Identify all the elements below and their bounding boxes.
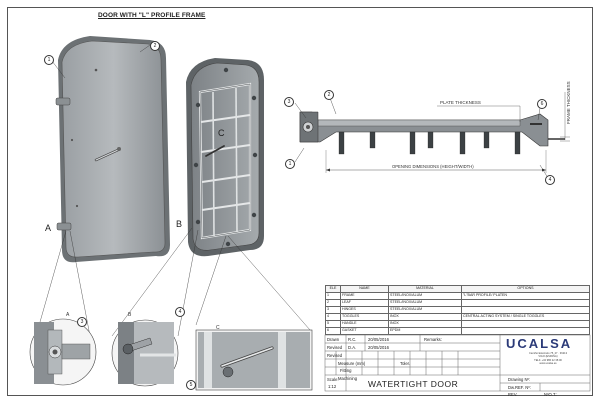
section-view: [299, 92, 570, 173]
callout-4-detail: 4: [175, 307, 185, 317]
bom-options: [461, 306, 590, 314]
frame-thickness-label: FRAME THICKNESS: [566, 81, 571, 124]
detail-b: [111, 319, 179, 387]
revised-by: D.A.: [348, 345, 357, 350]
bom-ele: 4: [325, 313, 341, 321]
callout-1-door: 1: [44, 55, 54, 65]
callout-5-detail: 5: [186, 380, 196, 390]
revised2-label: Revised: [327, 353, 343, 358]
bom-options: [461, 327, 590, 335]
callout-3-detail: 3: [77, 317, 87, 327]
bom-material: INOX: [388, 320, 462, 328]
company-address: Camiño Estornelo 75, 27 · 36213 VIGO (ES…: [508, 352, 588, 365]
bom-ele: 3: [325, 306, 341, 314]
bom-name: LEAF: [340, 299, 389, 307]
bom-material: STEEL/INOX/ALUM: [388, 299, 462, 307]
section-letter-b: B: [176, 219, 183, 229]
bom-name: HANDLE: [340, 320, 389, 328]
scale-label: Scale:: [327, 377, 339, 382]
opening-dimension-label: OPENING DIMENSIONS (HEIGHT/WIDTH): [392, 164, 474, 169]
callout-3-section: 3: [284, 97, 294, 107]
bom-options: CENTRAL ACTING SYSTEM / SINGLE TOGGLES: [461, 313, 590, 321]
drawn-by: R.C.: [348, 337, 357, 342]
address-line: VIGO (ESPAÑA): [538, 355, 558, 359]
bom-ele: 1: [325, 292, 341, 300]
bom-header-ele: ELE: [325, 285, 341, 293]
bom-ele: 5: [325, 320, 341, 328]
section-letter-a: A: [45, 223, 52, 233]
drawing-title: DOOR WITH "L" PROFILE FRAME: [98, 12, 206, 19]
remarks-label: Remarks:: [424, 337, 442, 342]
scale-value: 1:12: [328, 384, 337, 389]
drawn-date: 20/05/2016: [368, 337, 389, 342]
revised-date: 20/05/2016: [368, 345, 389, 350]
document-title: WATERTIGHT DOOR: [368, 379, 459, 389]
drawing-number-label: Drawing Nº:: [508, 377, 531, 382]
detail-label-b: B: [128, 312, 132, 318]
bom-header-row: ELE NAME MATERIAL OPTIONS: [325, 285, 590, 293]
bom-header-options: OPTIONS: [461, 285, 590, 293]
bom-name: GASKET: [340, 327, 389, 335]
bom-name: TOGGLES: [340, 313, 389, 321]
bom-material: STEEL/INOX/ALUM: [388, 306, 462, 314]
bom-header-material: MATERIAL: [388, 285, 462, 293]
fitting-label: Fitting: [340, 368, 352, 373]
dw-ref-label: Dw.REF. Nº:: [508, 385, 531, 390]
bom-material: INOX: [388, 313, 462, 321]
callout-6-section: 6: [537, 99, 547, 109]
callout-2-door: 2: [150, 41, 160, 51]
drawing-border: [7, 7, 593, 396]
bom-options: [461, 320, 590, 328]
callout-1-section: 1: [285, 159, 295, 169]
bom-options: [461, 299, 590, 307]
address-line: www.ucalsa.es: [539, 361, 557, 365]
door-rear-view: [186, 58, 264, 257]
leader-lines: [35, 44, 549, 337]
detail-a: [29, 318, 97, 386]
bom-name: HINGES: [340, 306, 389, 314]
door-front-view: [55, 36, 170, 263]
rev-label: REV.: [508, 392, 518, 397]
machining-label: Machining: [338, 376, 358, 381]
measure-label: Measure (mm): [338, 361, 366, 366]
bom-ele: 6: [325, 327, 341, 335]
detail-label-a: A: [66, 312, 70, 318]
bom-material: EPDM: [388, 327, 462, 335]
drawn-label: Drawn: [327, 337, 340, 342]
titleblock-grid: [324, 334, 591, 392]
bom-material: STEEL/INOX/ALUM: [388, 292, 462, 300]
address-line: Camiño Estornelo 75, 27 · 36213: [528, 352, 568, 355]
callout-2-section: 2: [324, 90, 334, 100]
detail-c: [195, 329, 313, 391]
company-logo: UCALSA: [506, 336, 573, 351]
section-letter-c: C: [218, 128, 225, 138]
bom-options: "L"BAR PROFILE/ PLATEN: [461, 292, 590, 300]
ot-label: NºO.T.:: [544, 392, 558, 397]
detail-label-c: C: [216, 325, 220, 331]
revised-label: Revised: [327, 345, 343, 350]
plate-thickness-label: PLATE THICKNESS: [440, 100, 481, 105]
callout-4-section: 4: [545, 175, 555, 185]
bom-name: FRAME: [340, 292, 389, 300]
bom-ele: 2: [325, 299, 341, 307]
address-line: TELF. +34 986 22 38 00: [534, 358, 562, 362]
bom-header-name: NAME: [340, 285, 389, 293]
tolerance-label: Toler.: [400, 361, 411, 366]
